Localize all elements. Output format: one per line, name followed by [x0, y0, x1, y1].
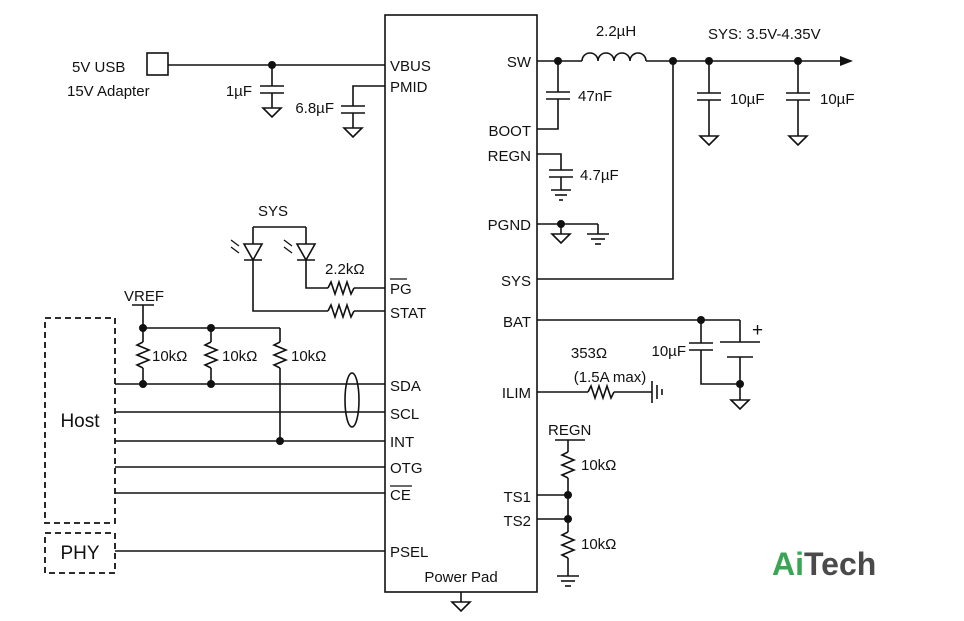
scl-node [207, 380, 215, 388]
pg-wire [305, 260, 328, 289]
input-label-adapter: 15V Adapter [67, 83, 150, 100]
boot-capacitor-icon [537, 61, 570, 130]
pin-stat: STAT [390, 305, 426, 322]
pin-ts2: TS2 [503, 513, 531, 530]
battery-gnd-node [736, 380, 744, 388]
pullup-r3-value: 10kΩ [291, 348, 326, 365]
led-pg-icon [283, 227, 317, 262]
inductor-value: 2.2µH [596, 23, 636, 40]
pin-int: INT [390, 434, 414, 451]
pin-otg: OTG [390, 460, 423, 477]
output-cap-2-value: 10µF [820, 91, 855, 108]
pullup-r2-value: 10kΩ [222, 348, 257, 365]
pgnd-ground-icon [550, 224, 572, 245]
sys-feedback-wire [537, 61, 674, 280]
led-stat-icon [230, 227, 264, 262]
chassis-ground-icon [587, 224, 609, 245]
battery-icon [720, 320, 760, 411]
pin-bat: BAT [503, 314, 531, 331]
inductor-icon [581, 52, 647, 62]
pullup-r3-icon [271, 341, 289, 369]
battery-capacitor-icon [689, 320, 740, 385]
ilim-resistor-icon [587, 383, 615, 401]
boot-cap-value: 47nF [578, 88, 612, 105]
pin-scl: SCL [390, 406, 419, 423]
usb-connector-icon [146, 52, 169, 76]
i2c-bus-marker [344, 372, 360, 428]
pin-pg: PG [390, 281, 412, 298]
pin-boot: BOOT [488, 123, 531, 140]
vbus-cap-value: 1µF [226, 83, 252, 100]
pullup-r1-icon [134, 341, 152, 369]
pin-ts1: TS1 [503, 489, 531, 506]
pin-regn: REGN [488, 148, 531, 165]
pg-resistor-icon [327, 279, 355, 297]
logo-part-1: Ai [772, 546, 804, 582]
pin-ilim: ILIM [502, 385, 531, 402]
battery-cap-value: 10µF [652, 343, 687, 360]
pin-ce: CE [390, 487, 411, 504]
sda-node [139, 380, 147, 388]
ts-top-resistor-icon [559, 451, 577, 479]
logo-part-2: Tech [804, 546, 876, 582]
output-capacitor-2-icon [786, 61, 810, 147]
ts-bottom-resistor-icon [559, 531, 577, 559]
power-pad-label: Power Pad [424, 569, 497, 586]
pin-psel: PSEL [390, 544, 428, 561]
phy-block [44, 532, 116, 574]
ts-ref-label: REGN [548, 422, 591, 439]
input-label-usb: 5V USB [72, 59, 125, 76]
ilim-ground-icon [651, 381, 663, 403]
stat-resistor-icon [327, 302, 355, 320]
host-block [44, 317, 116, 524]
regn-cap-value: 4.7µF [580, 167, 619, 184]
phy-label: PHY [60, 543, 99, 564]
ilim-current-note: (1.5A max) [574, 369, 647, 386]
int-node [276, 437, 284, 445]
output-capacitor-1-icon [697, 61, 721, 147]
led-supply-label: SYS [258, 203, 288, 220]
pmid-cap-value: 6.8µF [295, 100, 334, 117]
ts1-node [564, 491, 572, 499]
regn-capacitor-icon [537, 153, 573, 201]
pin-sw: SW [507, 54, 532, 71]
vref-label: VREF [124, 288, 164, 305]
logo: AiTech [772, 546, 876, 582]
sys-output-arrow-icon [840, 56, 853, 66]
ts-ground-icon [557, 558, 579, 587]
led-resistor-value: 2.2kΩ [325, 261, 365, 278]
host-label: Host [60, 411, 100, 432]
pmid-capacitor-icon [341, 85, 385, 139]
pin-sda: SDA [390, 378, 421, 395]
pin-sys: SYS [501, 273, 531, 290]
pin-pmid: PMID [390, 79, 428, 96]
pullup-r1-value: 10kΩ [152, 348, 187, 365]
sys-range-label: SYS: 3.5V-4.35V [708, 26, 821, 43]
ts-bottom-resistor-value: 10kΩ [581, 536, 616, 553]
ts2-node [564, 515, 572, 523]
pin-pgnd: PGND [488, 217, 532, 234]
stat-wire [252, 260, 328, 312]
battery-plus-label: + [752, 320, 763, 341]
vbus-capacitor-icon [260, 65, 284, 119]
pullup-r2-icon [202, 341, 220, 369]
pin-vbus: VBUS [390, 58, 431, 75]
ilim-resistor-value: 353Ω [571, 345, 607, 362]
output-cap-1-value: 10µF [730, 91, 765, 108]
ts-top-resistor-value: 10kΩ [581, 457, 616, 474]
power-pad-ground-icon [450, 592, 472, 613]
